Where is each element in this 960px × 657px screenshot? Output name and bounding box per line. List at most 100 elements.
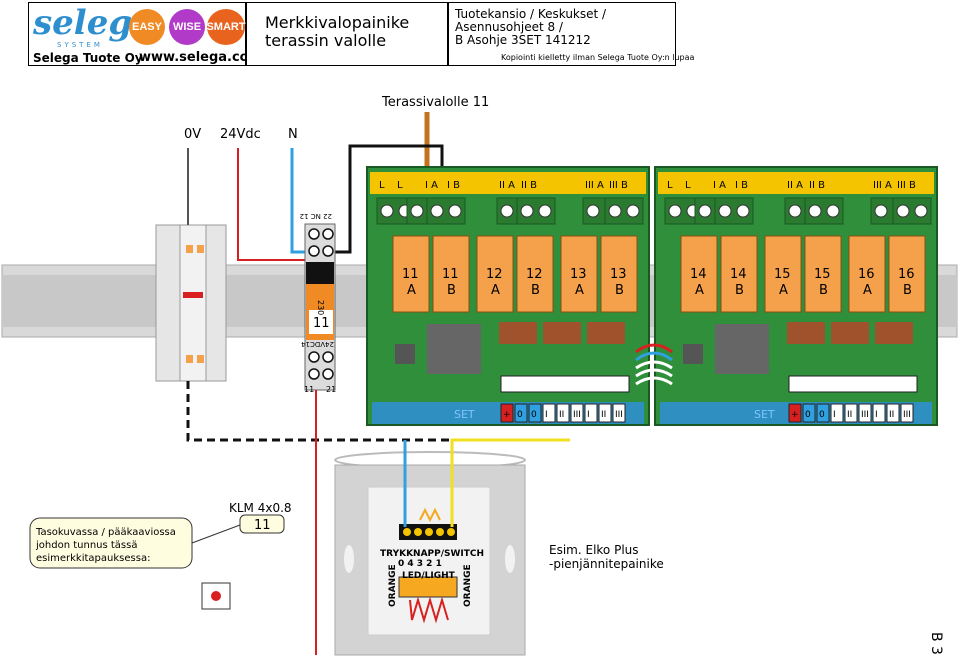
board1-terminal-label: II B xyxy=(521,180,537,191)
relay-13A xyxy=(560,235,598,313)
board1-terminal-label: I A xyxy=(425,180,438,191)
relay-14B xyxy=(720,235,758,313)
board2-terminal-label: II B xyxy=(809,180,825,191)
website-link[interactable]: www.selega.com xyxy=(139,50,263,65)
relay-number: 12 xyxy=(486,267,503,282)
relay-11B xyxy=(432,235,470,313)
screw-icon xyxy=(826,204,840,218)
pin-header xyxy=(788,375,918,393)
board2-terminal-label: III B xyxy=(897,180,916,191)
screw-icon xyxy=(698,204,712,218)
strip-terminal xyxy=(556,403,570,423)
strip-terminal xyxy=(816,403,830,423)
screw-icon xyxy=(808,204,822,218)
orange-left-label: ORANGE xyxy=(388,564,398,607)
relay-side: A xyxy=(575,283,584,298)
dip-switch[interactable] xyxy=(587,322,625,344)
relay-side: A xyxy=(863,283,872,298)
board2-terminal-label: L xyxy=(667,180,673,191)
example-line2: -pienjännitepainike xyxy=(549,557,664,571)
relay-number: 15 xyxy=(774,267,791,282)
small-chip xyxy=(395,344,415,364)
relay-number: 11 xyxy=(442,267,459,282)
screw-icon xyxy=(500,204,514,218)
wire-24vdc xyxy=(237,148,316,261)
copyright-notice: Kopiointi kielletty ilman Selega Tuote O… xyxy=(501,53,695,62)
screw-icon xyxy=(586,204,600,218)
board2-set-label: SET xyxy=(754,408,775,421)
relay-side: A xyxy=(779,283,788,298)
dip-switch[interactable] xyxy=(787,322,825,344)
relay-side: A xyxy=(491,283,500,298)
screw-icon xyxy=(896,204,910,218)
screw-icon xyxy=(430,204,444,218)
screw-icon xyxy=(380,204,394,218)
screw-icon xyxy=(788,204,802,218)
relay-number: 15 xyxy=(814,267,831,282)
strip-terminal xyxy=(570,403,584,423)
relay-15B xyxy=(804,235,842,313)
wire-0v-dashed xyxy=(186,381,570,442)
strip-terminal xyxy=(844,403,858,423)
small-chip xyxy=(683,344,703,364)
label-24vdc: 24Vdc xyxy=(220,127,261,142)
relay-13B xyxy=(600,235,638,313)
dip-switch[interactable] xyxy=(543,322,581,344)
switch-numbers: 0 4 3 2 1 xyxy=(398,559,442,569)
badge-smart: SMART xyxy=(206,9,246,45)
relay-number: 14 xyxy=(730,267,747,282)
strip-label: II xyxy=(847,410,852,420)
dip-switch[interactable] xyxy=(499,322,537,344)
strip-terminal xyxy=(528,403,542,423)
path-line1: Tuotekansio / Keskukset / xyxy=(455,7,607,21)
switch-insert xyxy=(367,486,491,636)
title-box: Merkkivalopainike terassin valolle xyxy=(246,2,448,66)
dip-switch[interactable] xyxy=(831,322,869,344)
strip-label: II xyxy=(601,410,606,420)
strip-terminal xyxy=(830,403,844,423)
note-line3: esimerkkitapauksessa: xyxy=(36,553,150,564)
strip-label: 0 xyxy=(531,410,537,420)
strip-terminal xyxy=(886,403,900,423)
board2-terminal-label: I B xyxy=(735,180,748,191)
screw-icon xyxy=(736,204,750,218)
note-line2: johdon tunnus tässä xyxy=(35,540,137,551)
logo-subtitle: SYSTEM xyxy=(57,41,103,49)
strip-label: + xyxy=(791,410,799,420)
doc-title-line1: Merkkivalopainike xyxy=(265,13,410,32)
relay-side: B xyxy=(615,283,624,298)
relay-term-right: 21 xyxy=(326,385,336,394)
controller-chip xyxy=(427,324,481,374)
board2-terminal-label: I A xyxy=(713,180,726,191)
relay-number: 13 xyxy=(610,267,627,282)
board1-terminal-label: I B xyxy=(447,180,460,191)
board1-terminal-label: III A xyxy=(585,180,604,191)
relay-14A xyxy=(680,235,718,313)
strip-label: II xyxy=(889,410,894,420)
path-line3: B Asohje 3SET 141212 xyxy=(455,33,591,47)
screw-icon xyxy=(914,204,928,218)
screw-icon xyxy=(626,204,640,218)
load-label: Terassivalolle 11 xyxy=(381,95,489,110)
relay-16A xyxy=(848,235,886,313)
relay-number: 13 xyxy=(570,267,587,282)
board1-set-label: SET xyxy=(454,408,475,421)
screw-icon xyxy=(520,204,534,218)
dip-switch[interactable] xyxy=(875,322,913,344)
screw-icon xyxy=(538,204,552,218)
screw-icon xyxy=(668,204,682,218)
example-line1: Esim. Elko Plus xyxy=(549,543,639,557)
strip-label: I xyxy=(587,410,590,420)
doc-title-line2: terassin valolle xyxy=(265,31,387,50)
strip-terminal xyxy=(612,403,626,423)
strip-label: III xyxy=(903,410,911,420)
relay-side: B xyxy=(735,283,744,298)
label-neutral: N xyxy=(288,127,298,142)
relay-voltage: 230 xyxy=(316,300,325,315)
indicator-led xyxy=(211,591,221,601)
company-name: Selega Tuote Oy xyxy=(33,51,143,65)
orange-right-label: ORANGE xyxy=(463,564,473,607)
relay-side: B xyxy=(447,283,456,298)
